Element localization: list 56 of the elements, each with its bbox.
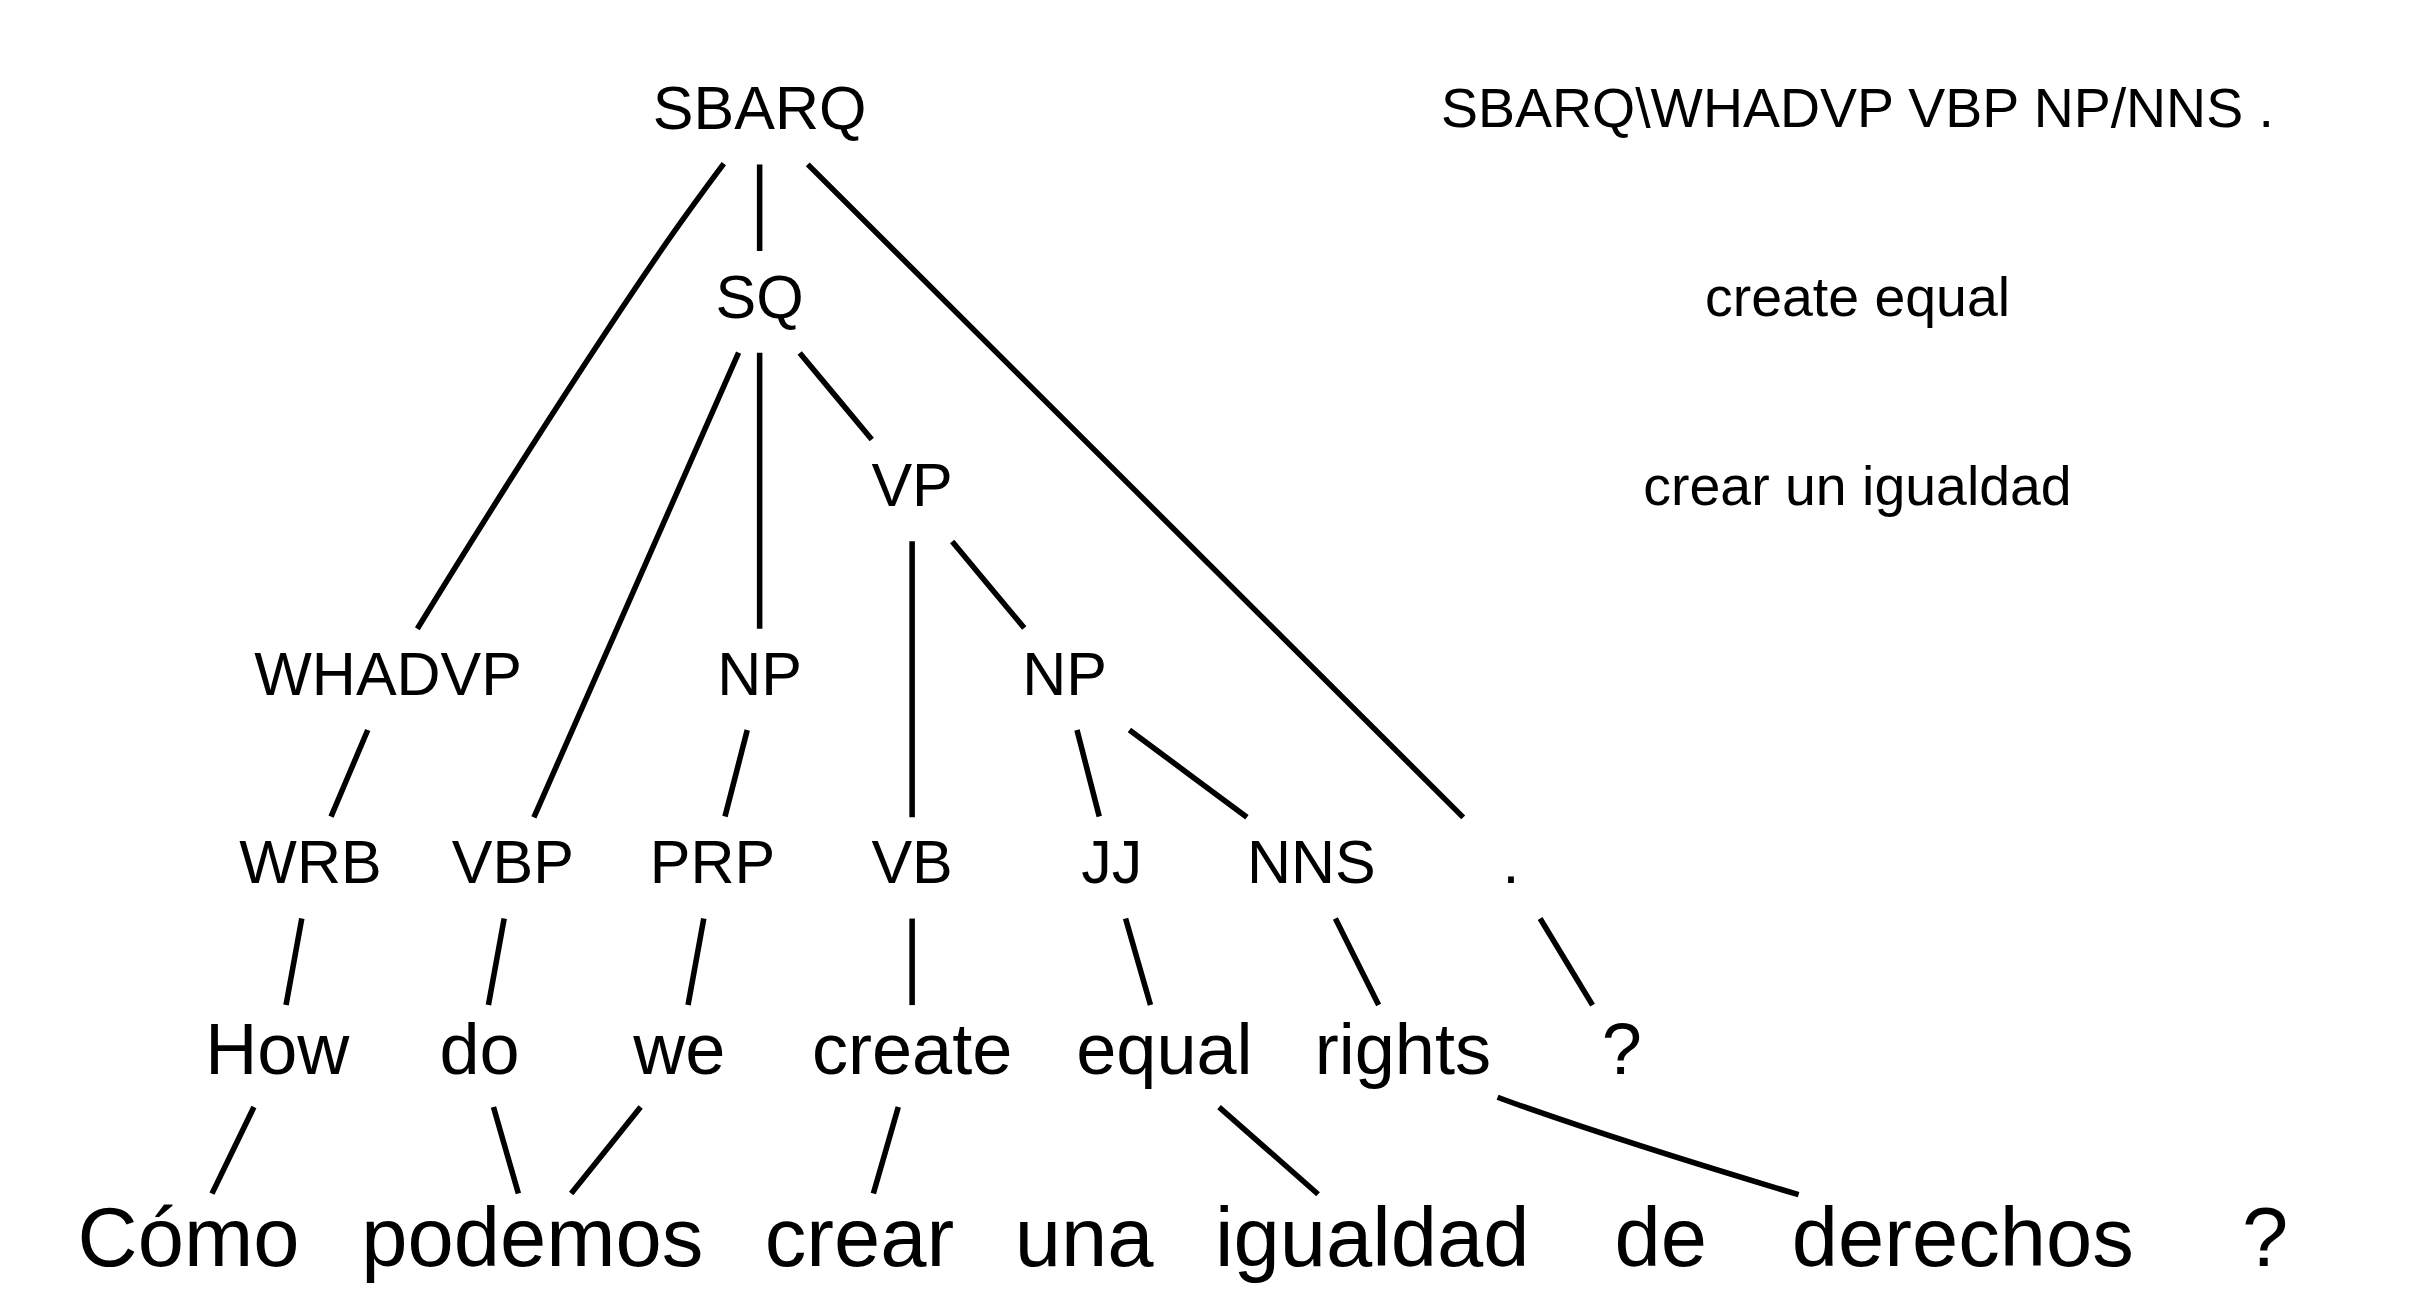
- connector: [756, 352, 762, 629]
- node-text: NP: [1021, 639, 1107, 708]
- connector: [282, 918, 304, 1006]
- connector: [797, 351, 874, 442]
- node-text: SBARQ: [652, 74, 866, 143]
- node-text: do: [439, 1008, 520, 1089]
- connector: [530, 351, 741, 819]
- node-text: igualdad: [1214, 1190, 1530, 1284]
- connector: [328, 728, 370, 818]
- connector: [721, 729, 750, 818]
- node-text: de: [1613, 1190, 1707, 1284]
- connector: [568, 1105, 643, 1196]
- connector: [949, 539, 1026, 630]
- label: create equal: [1704, 266, 2010, 328]
- node-text: VB: [870, 828, 953, 897]
- connector: [485, 918, 507, 1006]
- connector: [1537, 917, 1595, 1007]
- node-text: podemos: [360, 1190, 703, 1284]
- node-text: NNS: [1246, 828, 1376, 897]
- node-text: VP: [870, 451, 953, 520]
- node-text: una: [1014, 1190, 1153, 1284]
- node-text: PRP: [649, 828, 775, 897]
- connector: [908, 918, 915, 1006]
- node-text: VBP: [451, 828, 574, 897]
- connector: [870, 1106, 901, 1195]
- node-text: .: [1501, 828, 1519, 897]
- node-text: equal: [1075, 1008, 1253, 1089]
- connector: [1122, 917, 1153, 1006]
- node-text: NP: [716, 639, 802, 708]
- node-text: WRB: [238, 828, 382, 897]
- node-text: create: [811, 1008, 1012, 1089]
- node-text: we: [632, 1008, 725, 1089]
- node-text: ?: [1601, 1008, 1642, 1089]
- connector: [1073, 729, 1102, 818]
- label: SBARQ\WHADVP VBP NP/NNS .: [1440, 77, 2274, 140]
- node-text: JJ: [1080, 828, 1142, 897]
- node-text: Cómo: [77, 1190, 299, 1284]
- node-text: rights: [1314, 1008, 1491, 1089]
- connector: [756, 164, 762, 251]
- connector: [414, 161, 726, 631]
- node-text: crear: [764, 1190, 954, 1284]
- connector: [490, 1106, 521, 1195]
- connector: [1127, 727, 1249, 820]
- node-text: SQ: [715, 262, 804, 331]
- node-text: derechos: [1791, 1190, 2134, 1284]
- connector: [908, 541, 915, 818]
- node-text: ?: [2241, 1190, 2288, 1284]
- connector: [1216, 1105, 1320, 1197]
- label: crear un igualdad: [1642, 454, 2072, 517]
- node-text: How: [204, 1008, 349, 1089]
- connector: [805, 162, 1465, 820]
- connector: [1332, 917, 1381, 1007]
- connector: [684, 918, 706, 1006]
- node-text: WHADVP: [253, 639, 522, 708]
- connector: [209, 1105, 256, 1195]
- connector: [1496, 1094, 1799, 1198]
